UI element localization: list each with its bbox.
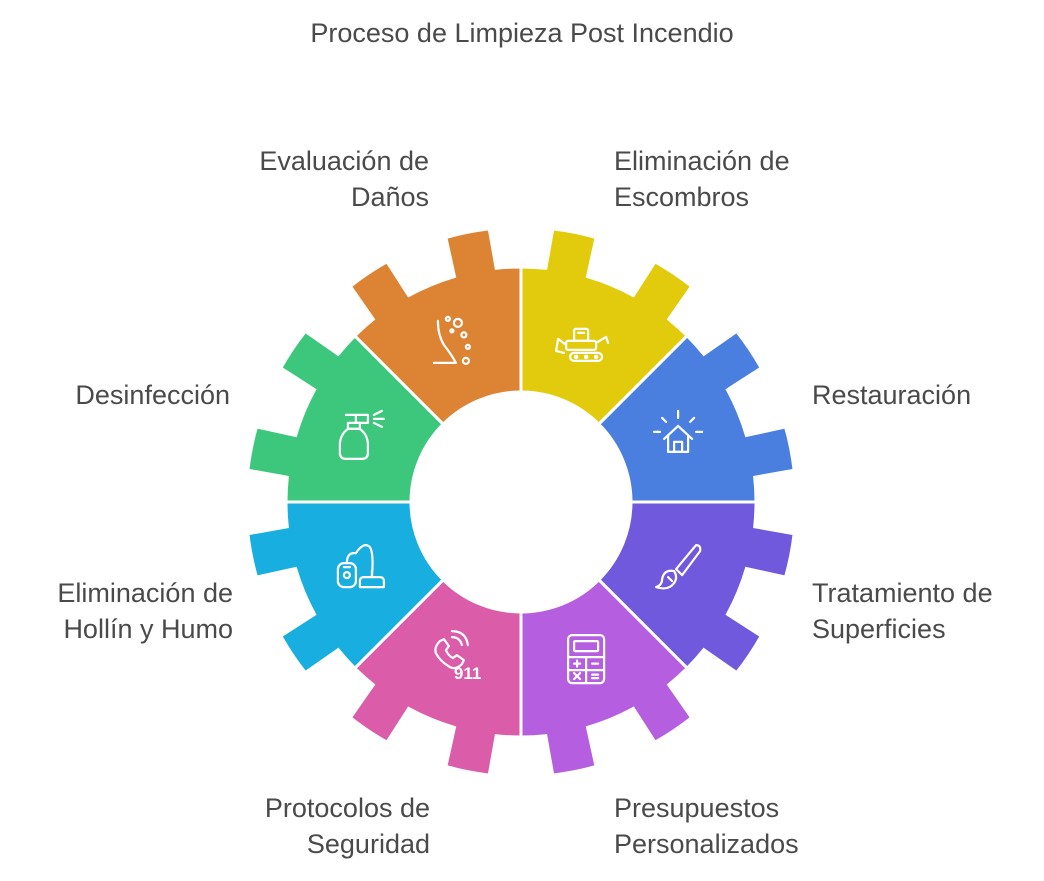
segment-tratamiento-superficies [596, 500, 796, 675]
phone-911-icon: 911 [434, 629, 481, 683]
debris-icon [432, 315, 471, 365]
label-desinfeccion: Desinfección [75, 380, 230, 410]
calculator-icon [566, 633, 606, 685]
icon-911-text: 911 [454, 664, 481, 683]
diagram-title: Proceso de Limpieza Post Incendio [310, 18, 734, 48]
segment-presupuestos-personalizados [519, 577, 694, 777]
segment-eliminacion-escombros [519, 227, 694, 427]
house-icon [652, 409, 704, 453]
spray-bottle-icon [338, 409, 385, 460]
segment-restauracion [596, 329, 796, 504]
label-restauracion: Restauración [812, 380, 972, 410]
vacuum-icon [336, 544, 385, 589]
bulldozer-icon [554, 327, 610, 362]
paintbrush-icon [654, 543, 702, 590]
segment-protocolos-seguridad [348, 577, 523, 777]
segment-desinfeccion [246, 329, 446, 504]
segment-evaluacion-danos [348, 227, 523, 427]
